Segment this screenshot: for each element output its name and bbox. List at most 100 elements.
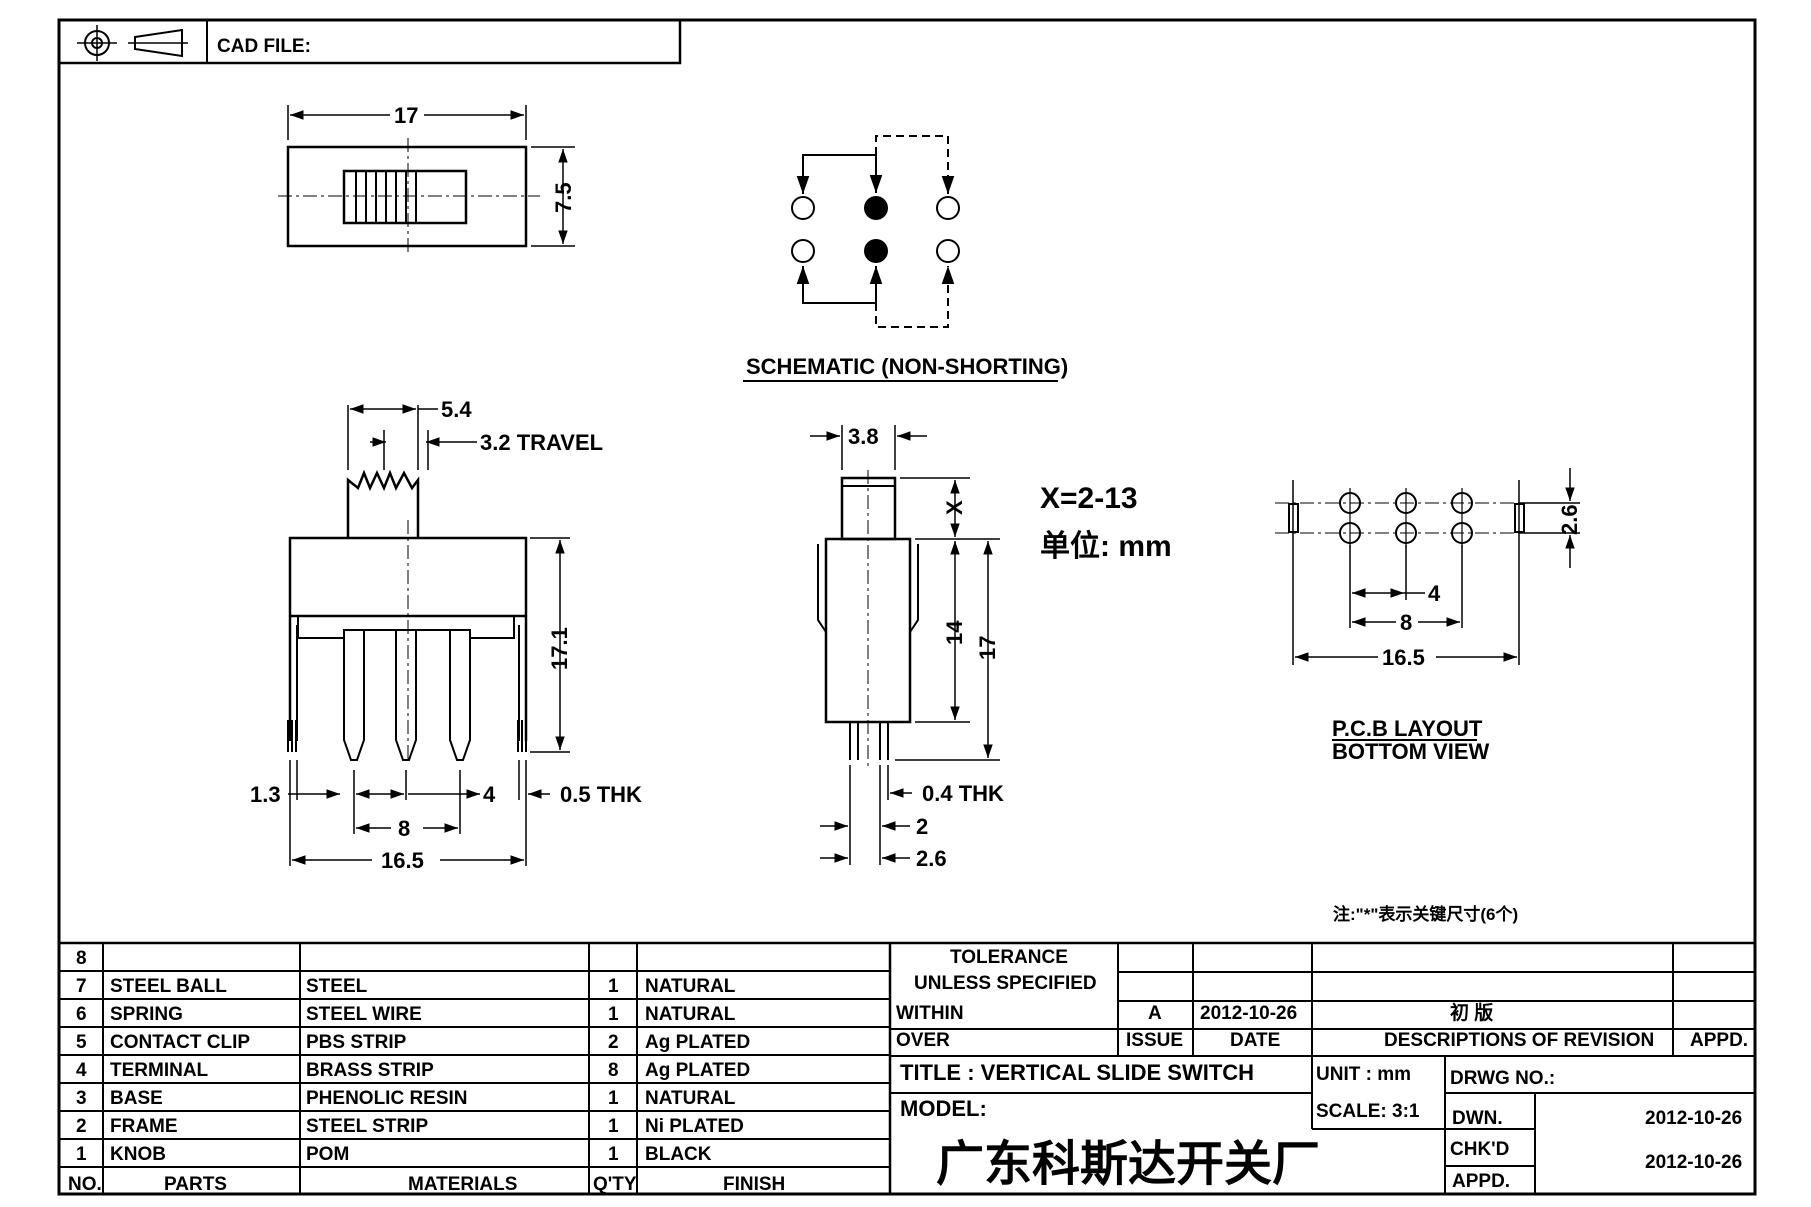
unless-label: UNLESS SPECIFIED: [914, 973, 1097, 994]
front-view: 5.4 3.2 TRAVEL 17.1 1.3: [250, 397, 642, 873]
note-unit: 单位: mm: [1040, 529, 1172, 563]
bom-cell-no: 3: [76, 1088, 87, 1109]
title-block: [890, 943, 1755, 1194]
bom-cell-material: PHENOLIC RESIN: [306, 1088, 468, 1109]
bom-cell-qty: 1: [608, 1088, 619, 1109]
bom-cell-part: SPRING: [110, 1004, 183, 1025]
bom-cell-material: BRASS STRIP: [306, 1060, 434, 1081]
rev-date: 2012-10-26: [1200, 1003, 1297, 1024]
bom-cell-no: 8: [76, 948, 87, 969]
dim-pcb-overall: 16.5: [1382, 645, 1425, 670]
bom-cell-part: KNOB: [110, 1144, 166, 1165]
unit-label: UNIT : mm: [1316, 1064, 1411, 1085]
appd-header-label: APPD.: [1690, 1030, 1748, 1051]
bom-cell-material: STEEL STRIP: [306, 1116, 428, 1137]
bom-cell-finish: Ag PLATED: [645, 1032, 750, 1053]
dim-side-thickness: 0.4 THK: [922, 781, 1004, 806]
bom-cell-material: POM: [306, 1144, 349, 1165]
dim-front-height: 17.1: [547, 627, 572, 670]
dwn-date: 2012-10-26: [1645, 1108, 1742, 1129]
issue-label: ISSUE: [1126, 1030, 1183, 1051]
drawing-title: TITLE : VERTICAL SLIDE SWITCH: [900, 1060, 1254, 1085]
dim-front-pitch: 8: [398, 816, 410, 841]
bom-cell-no: 6: [76, 1004, 87, 1025]
dim-side-pin-a: 2: [916, 814, 928, 839]
bom-cell-qty: 1: [608, 976, 619, 997]
bom-cell-no: 2: [76, 1116, 87, 1137]
dim-front-thickness: 0.5 THK: [560, 782, 642, 807]
date-label: DATE: [1230, 1030, 1280, 1051]
dim-front-pitch-small: 4: [483, 782, 496, 807]
dim-pcb-row-gap: 2.6: [1557, 504, 1582, 535]
dim-pcb-pitch-small: 4: [1428, 581, 1441, 606]
drwg-no-label: DRWG NO.:: [1450, 1068, 1555, 1089]
pcb-subtitle: BOTTOM VIEW: [1332, 739, 1489, 764]
bom-header-row: NO. PARTS MATERIALS Q'TY FINISH: [68, 1174, 785, 1195]
bom-cell-material: PBS STRIP: [306, 1032, 407, 1053]
projection-target-icon: [77, 25, 117, 61]
dim-front-overall: 16.5: [381, 848, 424, 873]
bom-cell-no: 1: [76, 1144, 87, 1165]
bom-cell-qty: 1: [608, 1004, 619, 1025]
header-box: CAD FILE:: [57, 18, 682, 65]
bom-cell-qty: 8: [608, 1060, 619, 1081]
bom-cell-part: STEEL BALL: [110, 976, 227, 997]
company-name: 广东科斯达开关厂: [936, 1138, 1320, 1191]
chkd-date: 2012-10-26: [1645, 1152, 1742, 1173]
dim-side-knob-height: X: [942, 500, 967, 515]
bom-cell-no: 4: [76, 1060, 87, 1081]
bom-cell-part: BASE: [110, 1088, 163, 1109]
dim-side-total: 17: [975, 636, 1000, 660]
dim-side-pin-b: 2.6: [916, 846, 947, 871]
bom-cell-part: CONTACT CLIP: [110, 1032, 250, 1053]
bom-cell-material: STEEL: [306, 976, 368, 997]
dim-front-travel: 3.2 TRAVEL: [480, 430, 603, 455]
dim-side-body: 14: [942, 620, 967, 645]
projection-cone-icon: [128, 28, 188, 58]
bom-header-finish: FINISH: [723, 1174, 785, 1195]
tolerance-label: TOLERANCE: [950, 947, 1068, 968]
title-block-text: TOLERANCE UNLESS SPECIFIED WITHIN OVER A…: [896, 947, 1748, 1192]
chkd-label: CHK'D: [1450, 1139, 1509, 1160]
schematic-title: SCHEMATIC (NON-SHORTING): [746, 354, 1068, 379]
rev-description: 初 版: [1450, 1001, 1493, 1024]
appd-label: APPD.: [1452, 1171, 1510, 1192]
bom-cell-finish: NATURAL: [645, 1004, 736, 1025]
bom-cell-finish: NATURAL: [645, 976, 736, 997]
bom-cell-finish: Ag PLATED: [645, 1060, 750, 1081]
bom-cell-qty: 1: [608, 1116, 619, 1137]
note-x-range: X=2-13: [1040, 482, 1138, 515]
bom-header-no: NO.: [68, 1174, 102, 1195]
note-key-dimensions: 注:"*"表示关键尺寸(6个): [1333, 904, 1518, 924]
pcb-title: P.C.B LAYOUT: [1332, 716, 1483, 741]
bom-header-materials: MATERIALS: [408, 1174, 517, 1195]
dim-pcb-pitch: 8: [1400, 610, 1412, 635]
dim-side-knob: 3.8: [848, 424, 879, 449]
bom-header-parts: PARTS: [164, 1174, 227, 1195]
dim-front-edge: 1.3: [250, 782, 281, 807]
dim-front-knob: 5.4: [441, 397, 472, 422]
rev-letter: A: [1148, 1003, 1162, 1024]
bom-header-qty: Q'TY: [593, 1174, 637, 1195]
within-label: WITHIN: [896, 1003, 964, 1024]
descriptions-label: DESCRIPTIONS OF REVISION: [1384, 1030, 1654, 1051]
bom-cell-no: 7: [76, 976, 87, 997]
bom-cell-finish: BLACK: [645, 1144, 712, 1165]
bom-cell-part: TERMINAL: [110, 1060, 209, 1081]
bom-cell-finish: NATURAL: [645, 1088, 736, 1109]
model-label: MODEL:: [900, 1096, 987, 1121]
dim-top-width: 17: [394, 103, 418, 128]
dim-top-height: 7.5: [551, 182, 576, 213]
scale-label: SCALE: 3:1: [1316, 1101, 1420, 1122]
schematic: SCHEMATIC (NON-SHORTING): [743, 135, 1068, 382]
bom-cell-qty: 1: [608, 1144, 619, 1165]
sheet-border: [57, 18, 1757, 1196]
pcb-layout: 2.6 4 8 16.5 P.C.B LAYOUT BOTTOM VIEW: [1275, 468, 1582, 764]
bom-cell-qty: 2: [608, 1032, 619, 1053]
cad-file-label: CAD FILE:: [217, 36, 311, 57]
side-view: 3.8 X 14 17 0.4 THK 2 2.6: [810, 424, 1004, 871]
bom-cell-part: FRAME: [110, 1116, 178, 1137]
bom-cell-finish: Ni PLATED: [645, 1116, 744, 1137]
